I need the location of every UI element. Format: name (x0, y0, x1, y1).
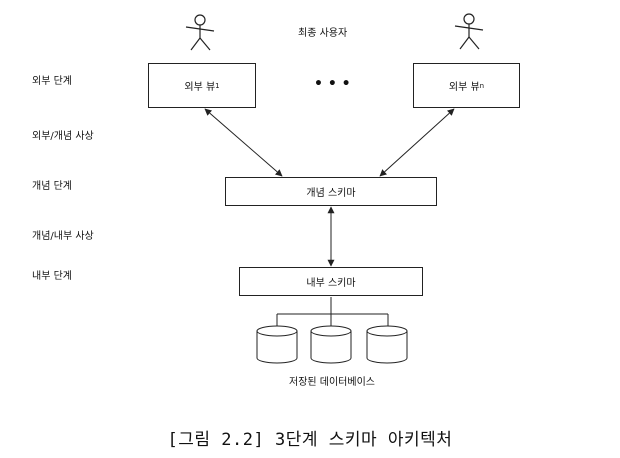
stored-database-label: 저장된 데이터베이스 (289, 377, 375, 388)
level-external-label: 외부 단계 (32, 76, 72, 87)
external-view-1-subscript: 1 (215, 81, 220, 90)
arrow-viewn-to-conceptual (379, 108, 455, 177)
disk-icon (256, 325, 298, 364)
disk-icon (310, 325, 352, 364)
conceptual-schema-label: 개념 스키마 (306, 188, 356, 199)
end-users-label: 최종 사용자 (298, 28, 348, 39)
arrow-view1-to-conceptual (204, 108, 283, 177)
figure-caption: [그림 2.2] 3단계 스키마 아키텍처 (167, 430, 453, 450)
level-conceptual-label: 개념 단계 (32, 181, 72, 192)
external-view-n-label: 외부 뷰 (448, 82, 480, 93)
ellipsis: • • • (314, 76, 351, 92)
disk-icon (366, 325, 408, 364)
user-right-icon (454, 13, 484, 50)
internal-schema-box: 내부 스키마 (239, 267, 423, 296)
level-internal-label: 내부 단계 (32, 271, 72, 282)
external-view-1-label: 외부 뷰 (184, 82, 216, 93)
internal-schema-label: 내부 스키마 (306, 278, 356, 289)
mapping-conceptual-internal-label: 개념/내부 사상 (32, 231, 94, 242)
mapping-external-conceptual-label: 외부/개념 사상 (32, 131, 94, 142)
external-view-n-subscript: n (479, 81, 485, 90)
conceptual-schema-box: 개념 스키마 (225, 177, 437, 206)
user-left-icon (185, 14, 215, 51)
storage-connector (276, 297, 389, 326)
